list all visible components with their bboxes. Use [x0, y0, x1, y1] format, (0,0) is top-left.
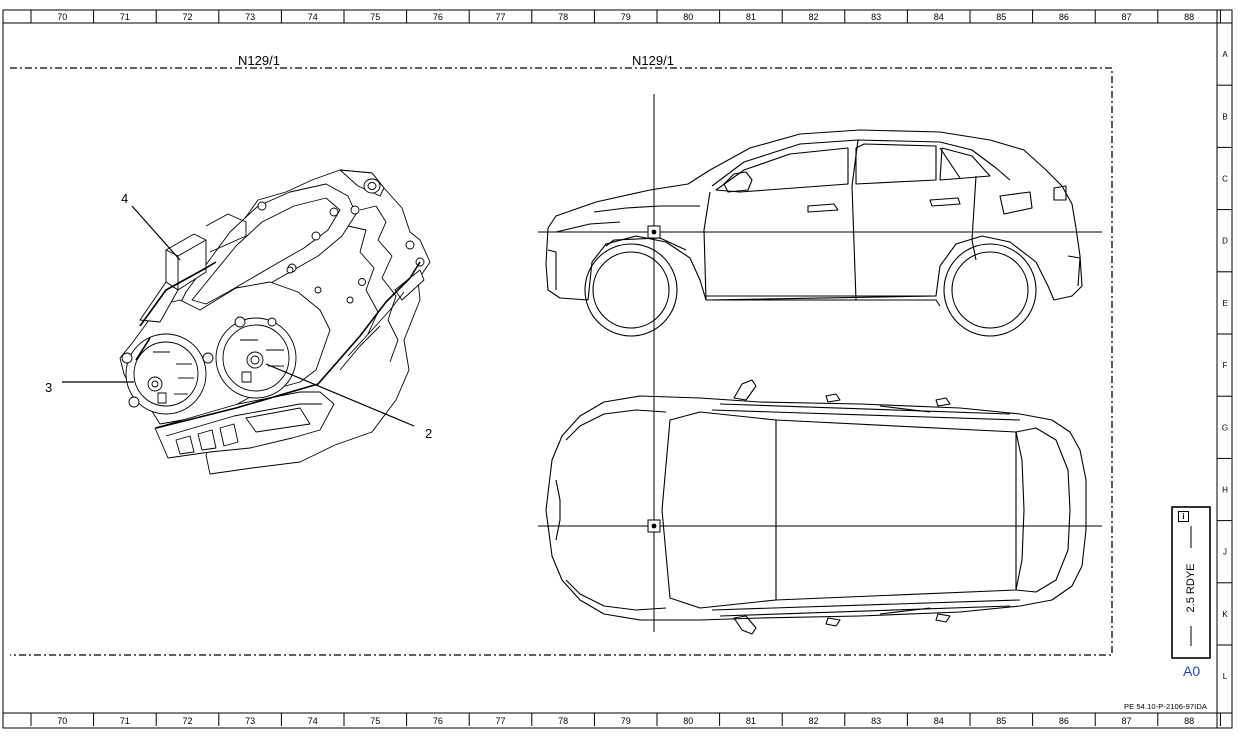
column-label-88: 88 [1184, 12, 1194, 22]
row-label-J: J [1223, 548, 1227, 557]
row-label-C: C [1222, 175, 1228, 184]
info-icon: i [1178, 511, 1189, 522]
column-label-81: 81 [746, 12, 756, 22]
column-label-78: 78 [558, 716, 568, 726]
component-boundary [10, 67, 1113, 656]
row-label-G: G [1222, 423, 1228, 432]
column-label-74: 74 [308, 12, 318, 22]
callout-3: 3 [45, 380, 52, 395]
column-label-76: 76 [433, 716, 443, 726]
connector-legend-box [1171, 506, 1211, 659]
column-label-83: 83 [871, 716, 881, 726]
row-label-K: K [1222, 610, 1228, 619]
location-crosshairs [538, 94, 1102, 632]
column-label-73: 73 [245, 12, 255, 22]
wire-color-text: 2.5 RDYE [1185, 563, 1197, 613]
column-label-75: 75 [370, 716, 380, 726]
location-marker-top [647, 519, 661, 533]
row-label-D: D [1222, 237, 1228, 246]
column-label-87: 87 [1121, 12, 1131, 22]
sheet-frame [2, 9, 1233, 729]
column-label-70: 70 [57, 716, 67, 726]
vehicle-top-view [545, 379, 1087, 635]
callout-4: 4 [121, 191, 128, 206]
reference-code: PE 54.10-P-2106-97IDA [1124, 702, 1207, 711]
row-ruler-right: A B C D E F G H J K L [1217, 50, 1232, 681]
column-label-79: 79 [621, 716, 631, 726]
column-label-79: 79 [621, 12, 631, 22]
column-label-72: 72 [182, 12, 192, 22]
column-label-76: 76 [433, 12, 443, 22]
column-label-82: 82 [808, 716, 818, 726]
column-label-74: 74 [308, 716, 318, 726]
column-label-82: 82 [808, 12, 818, 22]
callout-2: 2 [425, 426, 432, 441]
vehicle-side-view [545, 129, 1083, 337]
row-label-H: H [1222, 486, 1228, 495]
column-label-72: 72 [182, 716, 192, 726]
column-label-73: 73 [245, 716, 255, 726]
column-label-81: 81 [746, 716, 756, 726]
column-label-75: 75 [370, 12, 380, 22]
connector-location: A0 [1183, 663, 1201, 679]
callout-leaders [62, 205, 415, 427]
control-unit-drawing [119, 169, 431, 475]
column-label-77: 77 [495, 716, 505, 726]
column-label-85: 85 [996, 12, 1006, 22]
column-label-80: 80 [683, 12, 693, 22]
column-label-85: 85 [996, 716, 1006, 726]
location-marker-side [647, 225, 661, 239]
column-label-86: 86 [1059, 12, 1069, 22]
wire-label: 2.5 RDYE [1176, 548, 1206, 628]
column-label-70: 70 [57, 12, 67, 22]
component-label-right: N129/1 [632, 53, 674, 68]
column-label-71: 71 [120, 12, 130, 22]
column-label-84: 84 [934, 12, 944, 22]
column-label-80: 80 [683, 716, 693, 726]
row-label-F: F [1223, 361, 1228, 370]
column-ruler-top: 70 71 72 73 74 75 76 77 78 79 80 81 82 83 84 85 86 87 88 [30, 10, 1221, 23]
row-label-A: A [1222, 50, 1228, 59]
column-label-78: 78 [558, 12, 568, 22]
row-label-E: E [1222, 299, 1227, 308]
column-label-84: 84 [934, 716, 944, 726]
column-label-86: 86 [1059, 716, 1069, 726]
column-label-83: 83 [871, 12, 881, 22]
column-ruler-bottom: 70 71 72 73 74 75 76 77 78 79 80 81 82 83 84 85 86 87 88 [30, 713, 1221, 726]
row-label-L: L [1223, 672, 1228, 681]
component-label-left: N129/1 [238, 53, 280, 68]
column-label-77: 77 [495, 12, 505, 22]
column-label-87: 87 [1121, 716, 1131, 726]
row-label-B: B [1222, 112, 1227, 121]
column-label-88: 88 [1184, 716, 1194, 726]
column-label-71: 71 [120, 716, 130, 726]
